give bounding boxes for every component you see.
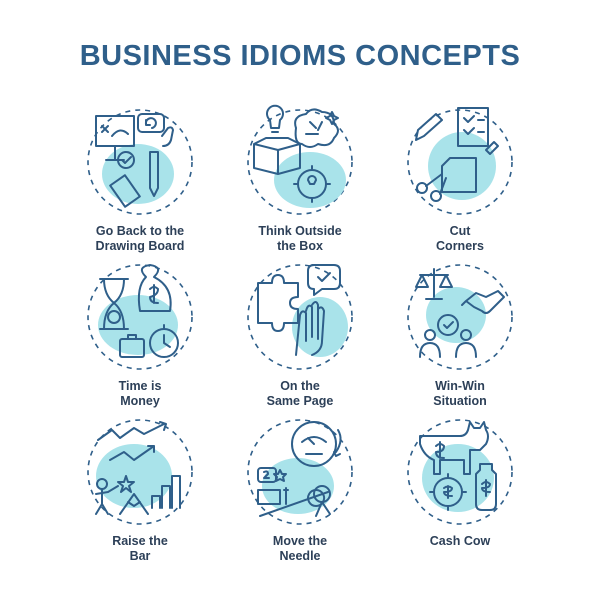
puzzle-highfive-icon bbox=[247, 264, 353, 370]
hourglass-money-icon bbox=[87, 264, 193, 370]
page-title: BUSINESS IDIOMS CONCEPTS bbox=[79, 40, 521, 72]
concept-grid: Go Back to the Drawing Board Think Outsi… bbox=[60, 100, 540, 570]
concept-label: Win-Win Situation bbox=[433, 379, 487, 408]
cow-money-icon bbox=[407, 419, 513, 525]
handshake-scales-icon bbox=[407, 264, 513, 370]
speedometer-icon bbox=[247, 419, 353, 525]
concept-card: Win-Win Situation bbox=[380, 255, 540, 410]
concept-label: On the Same Page bbox=[266, 379, 334, 408]
concept-label: Move the Needle bbox=[272, 534, 328, 563]
concept-card: On the Same Page bbox=[220, 255, 380, 410]
growth-chart-icon bbox=[87, 419, 193, 525]
scissors-pencil-icon bbox=[407, 107, 513, 215]
concept-label: Go Back to the Drawing Board bbox=[95, 224, 185, 253]
concept-label: Raise the Bar bbox=[112, 534, 168, 563]
concept-label: Think Outside the Box bbox=[258, 224, 342, 253]
concept-card: Go Back to the Drawing Board bbox=[60, 100, 220, 255]
concept-card: Cut Corners bbox=[380, 100, 540, 255]
concept-card: Move the Needle bbox=[220, 410, 380, 570]
concept-label: Time is Money bbox=[118, 379, 162, 408]
concept-card: Time is Money bbox=[60, 255, 220, 410]
concept-card: Cash Cow bbox=[380, 410, 540, 570]
concept-label: Cut Corners bbox=[436, 224, 484, 253]
concept-card: Think Outside the Box bbox=[220, 100, 380, 255]
brain-box-icon bbox=[247, 104, 353, 215]
concept-label: Cash Cow bbox=[429, 534, 491, 548]
concept-card: Raise the Bar bbox=[60, 410, 220, 570]
drawing-board-icon bbox=[87, 109, 193, 215]
